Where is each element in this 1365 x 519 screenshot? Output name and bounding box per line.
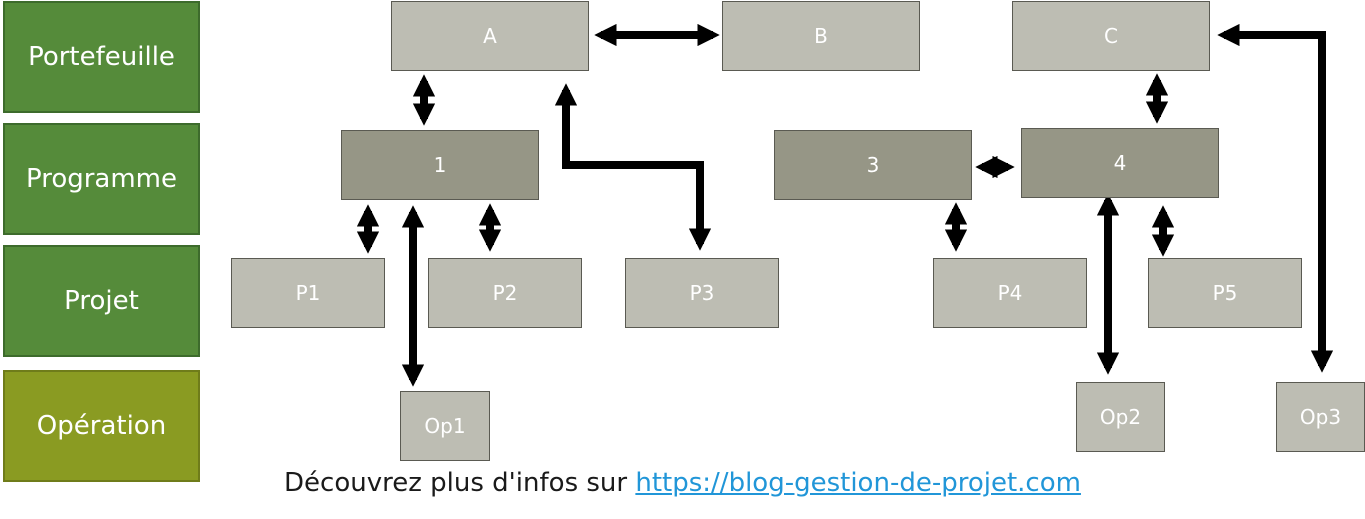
arrow-A-P3: [554, 83, 712, 251]
level-project-label: Projet: [64, 286, 139, 316]
node-a: A: [391, 1, 589, 71]
footer-link[interactable]: https://blog-gestion-de-projet.com: [635, 468, 1081, 498]
node-c: C: [1012, 1, 1210, 71]
node-3-label: 3: [866, 153, 880, 177]
node-a-label: A: [483, 24, 497, 48]
node-p3: P3: [625, 258, 779, 328]
node-p4: P4: [933, 258, 1087, 328]
level-program: Programme: [3, 123, 200, 235]
node-b-label: B: [814, 24, 828, 48]
node-op2: Op2: [1076, 382, 1165, 452]
level-project: Projet: [3, 245, 200, 357]
arrow-C-Op3: [1217, 23, 1334, 373]
node-3: 3: [774, 130, 972, 200]
node-1-label: 1: [433, 153, 447, 177]
node-op1: Op1: [400, 391, 490, 461]
node-op3-label: Op3: [1299, 405, 1342, 429]
level-portfolio-label: Portefeuille: [28, 42, 175, 72]
footer-text: Découvrez plus d'infos sur: [284, 468, 628, 498]
node-p2-label: P2: [492, 281, 518, 305]
node-b: B: [722, 1, 920, 71]
node-p1-label: P1: [295, 281, 321, 305]
node-p3-label: P3: [689, 281, 715, 305]
node-p4-label: P4: [997, 281, 1023, 305]
node-p2: P2: [428, 258, 582, 328]
node-op2-label: Op2: [1099, 405, 1142, 429]
level-portfolio: Portefeuille: [3, 1, 200, 113]
level-operation: Opération: [3, 370, 200, 482]
level-program-label: Programme: [25, 164, 178, 194]
node-p1: P1: [231, 258, 385, 328]
node-op3: Op3: [1276, 382, 1365, 452]
node-p5-label: P5: [1212, 281, 1238, 305]
node-op1-label: Op1: [424, 414, 466, 438]
node-c-label: C: [1104, 24, 1118, 48]
level-operation-label: Opération: [36, 411, 167, 441]
node-4: 4: [1021, 128, 1219, 198]
node-1: 1: [341, 130, 539, 200]
node-p5: P5: [1148, 258, 1302, 328]
node-4-label: 4: [1113, 151, 1127, 175]
footer: Découvrez plus d'infos sur https://blog-…: [0, 468, 1365, 498]
